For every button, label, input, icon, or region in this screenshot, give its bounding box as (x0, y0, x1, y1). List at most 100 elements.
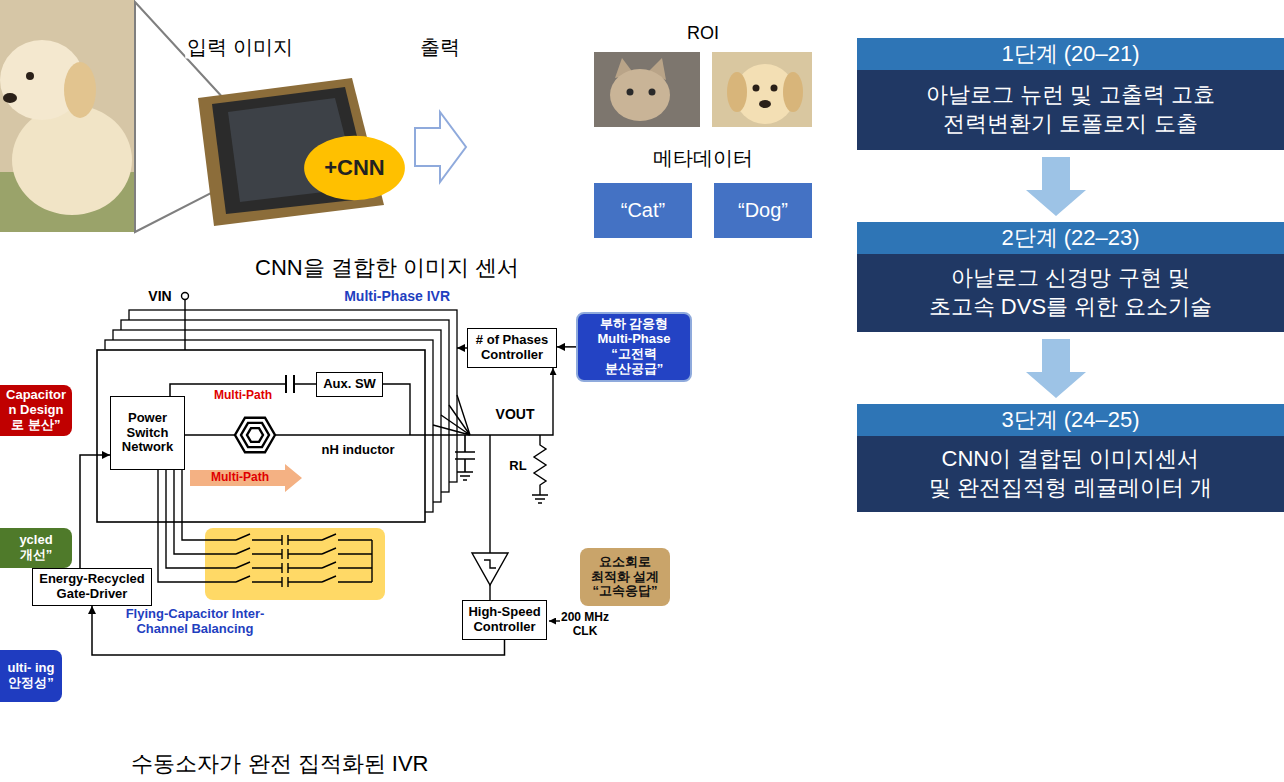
phase-merge-wire (433, 395, 470, 435)
load-resistor (532, 435, 548, 503)
flying-cap-region (205, 528, 385, 600)
metadata-box: “Dog” (714, 183, 812, 238)
metadata-box: “Cat” (594, 183, 692, 238)
controller-box: # of Phases Controller (467, 328, 557, 368)
stage-head: 2단계 (22–23) (857, 222, 1284, 254)
callout-box: 요소회로 최적화 설계 “고속응답” (580, 548, 670, 606)
comparator-symbol (472, 553, 508, 585)
ivr-layers (97, 310, 457, 522)
vin-terminal (182, 293, 189, 300)
dog-nose (759, 100, 771, 108)
node-text: ulti- ing 안정성” (4, 661, 58, 691)
photo-ground (712, 52, 812, 127)
vin-wire (184, 300, 185, 350)
switch-cap-row (225, 576, 372, 587)
node-text: Capacitor n Design 로 분산” (4, 388, 68, 433)
block-arrow (1026, 339, 1086, 398)
node-text: 요소회로 최적화 설계 “고속응답” (584, 555, 666, 600)
figure-caption: 수동소자가 완전 집적화된 IVR (129, 751, 430, 776)
signal-name: VOUT (494, 406, 537, 422)
wires (158, 300, 560, 621)
photo-ground (594, 52, 700, 127)
kitten-eye (649, 89, 656, 96)
puppy-body (12, 105, 132, 215)
multi-path-arrow (190, 464, 302, 492)
connector (80, 455, 110, 568)
kitten-photo (594, 52, 700, 127)
path-label: Multi-Path (209, 471, 271, 485)
dog-photo (712, 52, 812, 127)
node-text: # of Phases Controller (472, 333, 552, 363)
roi-label: ROI (685, 23, 721, 44)
callout-box: 부하 감응형 Multi-Phase “고전력 분산공급” (576, 312, 692, 382)
stage-body: CNN이 결합된 이미지센서 및 완전집적형 레귤레이터 개 (857, 436, 1284, 512)
dog-eye (771, 85, 778, 92)
node-text: Energy-Recycled Gate-Driver (37, 572, 147, 602)
inductor-turn (241, 423, 269, 447)
kitten-eye (627, 89, 634, 96)
aux-wire (383, 384, 410, 435)
stage-head: 1단계 (20–21) (857, 38, 1284, 70)
node-text: +CNN (324, 155, 385, 181)
gate-driver-box: Energy-Recycled Gate-Driver (32, 568, 152, 606)
node-text: Power Switch Network (115, 411, 180, 456)
inductor-turn (247, 428, 263, 442)
controller-box: High-Speed Controller (462, 600, 547, 640)
node-text: Aux. SW (323, 377, 376, 392)
figure-caption: CNN을 결합한 이미지 센서 (253, 255, 521, 280)
ivr-block: Multi-Phase IVRPower Switch NetworkAux. … (97, 288, 457, 522)
callout-box: ulti- ing 안정성” (0, 650, 62, 702)
switch-cap-row (225, 562, 372, 573)
dog-ear (727, 72, 747, 112)
node-text: “Dog” (738, 199, 788, 222)
phase-layer (97, 350, 425, 522)
inductor-turn (235, 418, 275, 453)
stage-panel: 2단계 (22–23)아날로그 신경망 구현 및 초고속 DVS를 위한 요소기… (857, 222, 1284, 332)
callout-box: ycled 개선” (0, 528, 72, 568)
callout-box: Capacitor n Design 로 분산” (0, 385, 72, 436)
clock-label: 200 MHz CLK (556, 611, 614, 639)
connector (557, 346, 576, 348)
block-label: Flying-Capacitor Inter-Channel Balancing (106, 607, 285, 637)
dog-eye (753, 85, 760, 92)
aux-switch-box: Aux. SW (316, 372, 383, 397)
stage-panel: 1단계 (20–21)아날로그 뉴런 및 고출력 고효 전력변환기 토폴로지 도… (857, 38, 1284, 150)
inductor-symbol (235, 418, 275, 453)
flying-cap-wire (158, 470, 225, 582)
connector (92, 606, 505, 655)
output-capacitor (455, 435, 475, 480)
switch-cap-row (225, 548, 372, 559)
image-label: 입력 이미지 (185, 36, 295, 59)
output-arrow (415, 112, 466, 182)
part-name: nH inductor (320, 443, 397, 458)
clock-wire (549, 620, 560, 621)
switch-bus (371, 540, 372, 582)
switch-network-box: Power Switch Network (110, 396, 185, 470)
inductor-wire (185, 434, 425, 435)
puppy-nose (3, 93, 17, 103)
stage-body: 아날로그 신경망 구현 및 초고속 DVS를 위한 요소기술 (857, 254, 1284, 332)
metadata-label: 메타데이터 (651, 147, 755, 170)
dog-ear (783, 72, 803, 112)
capacitor-gap (287, 376, 293, 392)
input-photo (0, 0, 135, 232)
puppy-eye (26, 72, 34, 80)
stage-head: 3단계 (24–25) (857, 404, 1284, 436)
puppy-ear (64, 62, 96, 118)
connector (457, 347, 467, 349)
node-text: High-Speed Controller (467, 605, 542, 635)
output-label: 출력 (418, 36, 462, 59)
stage-body: 아날로그 뉴런 및 고출력 고효 전력변환기 토폴로지 도출 (857, 70, 1284, 150)
kitten-head (610, 69, 670, 121)
node-text: ycled 개선” (4, 533, 68, 563)
edge-label: Multi-Path (212, 389, 274, 403)
node-text: “Cat” (621, 199, 665, 222)
block-arrow (1026, 157, 1086, 216)
stage-panel: 3단계 (24–25)CNN이 결합된 이미지센서 및 완전집적형 레귤레이터 … (857, 404, 1284, 512)
signal-name: VIN (146, 288, 173, 304)
sense-wire (425, 368, 553, 435)
multi-path-capacitor (286, 375, 294, 393)
ellipse-fill (304, 136, 405, 200)
cnn-ellipse: +CNN (302, 133, 407, 203)
node-text: 부하 감응형 Multi-Phase “고전력 분산공급” (582, 317, 686, 377)
